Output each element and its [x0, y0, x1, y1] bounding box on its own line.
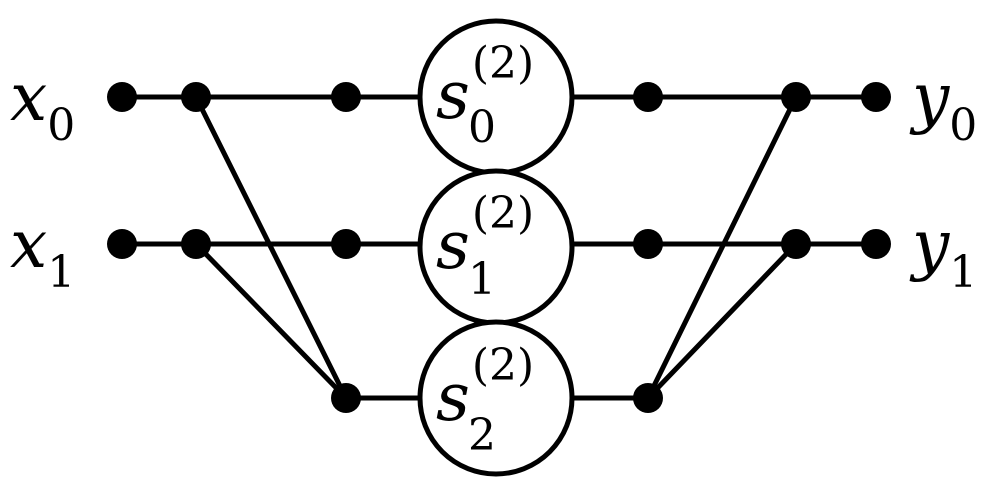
- wires: [119, 94, 879, 401]
- node-merge-y0: [781, 82, 811, 112]
- wire-fan-in-1: [193, 241, 349, 401]
- node-output-y0: [861, 82, 891, 112]
- node-split-x0: [181, 82, 211, 112]
- node-post-s0: [633, 82, 663, 112]
- wire-fan-in-0: [193, 94, 349, 401]
- node-input-x1: [107, 229, 137, 259]
- node-output-y1: [861, 229, 891, 259]
- node-post-s2: [633, 383, 663, 413]
- node-split-x1: [181, 229, 211, 259]
- node-pre-s1: [331, 229, 361, 259]
- stage-label-1: s(2): [436, 188, 534, 284]
- node-post-s1: [633, 229, 663, 259]
- stage-circles: [417, 18, 575, 477]
- node-input-x0: [107, 82, 137, 112]
- node-pre-s2: [331, 383, 361, 413]
- input-label-x0: x0: [10, 59, 75, 151]
- stage-circle-2: [417, 319, 575, 477]
- stage-subscript-2: 2: [468, 410, 496, 461]
- stage-label-0: s(2): [436, 38, 534, 134]
- stage-label-2: s(2): [436, 340, 534, 436]
- output-label-y0: y0: [909, 59, 977, 151]
- node-pre-s0: [331, 82, 361, 112]
- wire-fan-out-1: [645, 241, 799, 401]
- wire-fan-out-0: [645, 94, 799, 401]
- node-merge-y1: [781, 229, 811, 259]
- stage-subscript-1: 1: [468, 254, 496, 305]
- nodes: [107, 82, 891, 413]
- output-label-y1: y1: [909, 206, 977, 298]
- stage-subscript-0: 0: [468, 102, 496, 153]
- input-label-x1: x1: [10, 206, 75, 298]
